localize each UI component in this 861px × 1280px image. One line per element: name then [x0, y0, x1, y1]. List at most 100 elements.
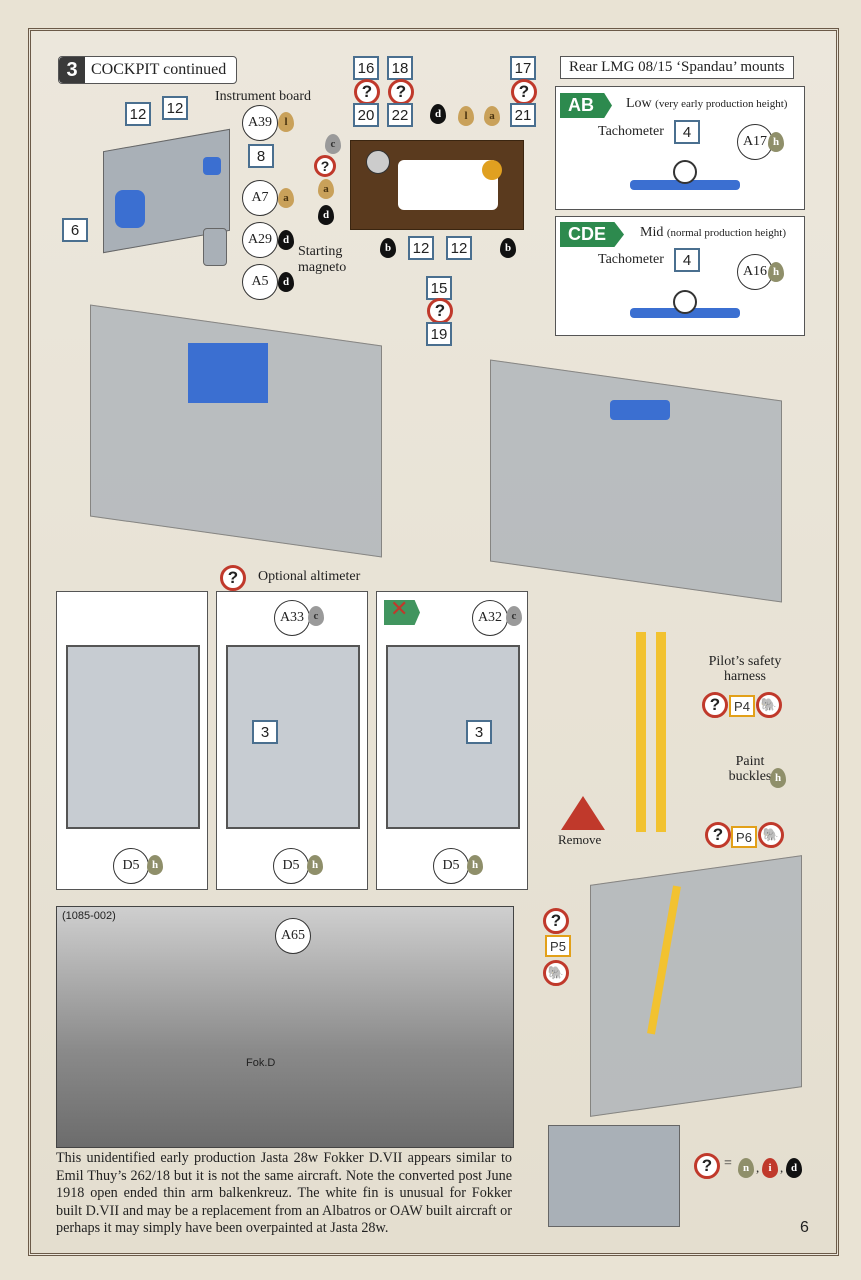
- paint-drop: d: [278, 272, 294, 292]
- paint-drop: b: [500, 238, 516, 258]
- step-number: 3: [59, 57, 85, 83]
- altimeter-title: Optional altimeter: [258, 569, 361, 584]
- callout-num: 6: [62, 218, 88, 242]
- cde-label: Mid (normal production height): [640, 225, 786, 240]
- callout-num: 3: [252, 720, 278, 744]
- gauge-icon: [366, 150, 390, 174]
- paint-drop: c: [506, 606, 522, 626]
- callout-num: 8: [248, 144, 274, 168]
- paint-drop: d: [318, 205, 334, 225]
- callout-num: 17: [510, 56, 536, 80]
- ab-tach-label: Tachometer: [598, 124, 664, 139]
- photoetch-num: P6: [731, 826, 757, 848]
- photo-caption: This unidentified early production Jasta…: [56, 1150, 512, 1236]
- paint-drop: h: [467, 855, 483, 875]
- magneto-illustration: [203, 228, 227, 266]
- callout-num: 12: [162, 96, 188, 120]
- optional-question-icon: ?: [702, 692, 728, 718]
- cde-tag: CDE: [560, 222, 625, 247]
- cde-tach-label: Tachometer: [598, 252, 664, 267]
- callout-num: 15: [426, 276, 452, 300]
- callout-num: 12: [446, 236, 472, 260]
- part-callout: D5: [433, 848, 469, 884]
- remove-warning-icon: [561, 796, 605, 830]
- part-callout: A65: [275, 918, 311, 954]
- ab-label: Low (very early production height): [626, 96, 788, 111]
- harness-strap-illustration: [636, 632, 646, 832]
- optional-question-icon: ?: [705, 822, 731, 848]
- paint-drop: a: [318, 179, 334, 199]
- paint-drop: c: [325, 134, 341, 154]
- legend-equals: =: [724, 1156, 732, 1171]
- callout-num: 12: [125, 102, 151, 126]
- paint-buckles-label: Paint buckles: [728, 754, 772, 784]
- callout-num: 4: [674, 120, 700, 144]
- fuselage-marking: Fok.D: [246, 1057, 276, 1069]
- paint-drop: h: [768, 132, 784, 152]
- optional-question-icon: ?: [314, 155, 336, 177]
- harness-strap-illustration: [656, 632, 666, 832]
- step-label: COCKPIT continued: [91, 61, 227, 78]
- tachometer-icon: [673, 160, 697, 184]
- excluded-version-tag: [384, 600, 421, 625]
- blue-fitting-part: [203, 157, 221, 175]
- paint-drop: l: [458, 106, 474, 126]
- optional-question-icon: ?: [427, 298, 453, 324]
- paint-drop: d: [430, 104, 446, 124]
- optional-question-icon: ?: [543, 908, 569, 934]
- paint-drop: h: [768, 262, 784, 282]
- optional-question-icon: ?: [388, 79, 414, 105]
- paint-drop: a: [278, 188, 294, 208]
- optional-question-icon: ?: [354, 79, 380, 105]
- callout-num: 18: [387, 56, 413, 80]
- paint-drop: b: [380, 238, 396, 258]
- elephant-icon: 🐘: [756, 692, 782, 718]
- paint-drop: i: [762, 1158, 778, 1178]
- callout-num: 16: [353, 56, 379, 80]
- board-cutout: [398, 160, 498, 210]
- part-callout: A29: [242, 222, 278, 258]
- remove-label: Remove: [558, 832, 602, 847]
- elephant-icon: 🐘: [758, 822, 784, 848]
- paint-drop: h: [770, 768, 786, 788]
- step-header: 3 COCKPIT continued: [58, 56, 238, 84]
- paint-drop: c: [308, 606, 324, 626]
- callout-num: 12: [408, 236, 434, 260]
- paint-drop: h: [307, 855, 323, 875]
- optional-question-icon: ?: [511, 79, 537, 105]
- tachometer-icon: [673, 290, 697, 314]
- starting-magneto-label: Starting magneto: [298, 244, 347, 275]
- photo-reference: (1085-002): [62, 910, 116, 922]
- callout-num: 3: [466, 720, 492, 744]
- callout-num: 19: [426, 322, 452, 346]
- installed-instrument-board: [188, 343, 268, 403]
- legend-separator: ,: [780, 1160, 784, 1175]
- paint-drop: d: [786, 1158, 802, 1178]
- spandau-title: Rear LMG 08/15 ‘Spandau’ mounts: [560, 56, 794, 79]
- optional-question-icon: ?: [220, 565, 246, 591]
- part-callout: A17: [737, 124, 773, 160]
- seat-with-harness-illustration: [590, 855, 802, 1117]
- elephant-icon: 🐘: [543, 960, 569, 986]
- paint-drop: n: [738, 1158, 754, 1178]
- cross-out-icon: ✕: [390, 596, 409, 621]
- part-callout: A32: [472, 600, 508, 636]
- photoetch-num: P4: [729, 695, 755, 717]
- seat-illustration: [226, 645, 360, 829]
- callout-num: 21: [510, 103, 536, 127]
- harness-detail-inset: [548, 1125, 680, 1227]
- cockpit-frame-illustration-right: [490, 359, 782, 603]
- optional-question-icon: ?: [694, 1153, 720, 1179]
- page-number: 6: [800, 1219, 809, 1236]
- callout-num: 4: [674, 248, 700, 272]
- harness-title: Pilot’s safety harness: [708, 654, 782, 684]
- part-callout: A5: [242, 264, 278, 300]
- legend-separator: ,: [756, 1160, 760, 1175]
- part-callout: A33: [274, 600, 310, 636]
- seat-illustration: [66, 645, 200, 829]
- callout-num: 22: [387, 103, 413, 127]
- installed-spandau-mount: [610, 400, 670, 420]
- gauge-icon: [482, 160, 502, 180]
- part-callout: A39: [242, 105, 278, 141]
- paint-drop: h: [147, 855, 163, 875]
